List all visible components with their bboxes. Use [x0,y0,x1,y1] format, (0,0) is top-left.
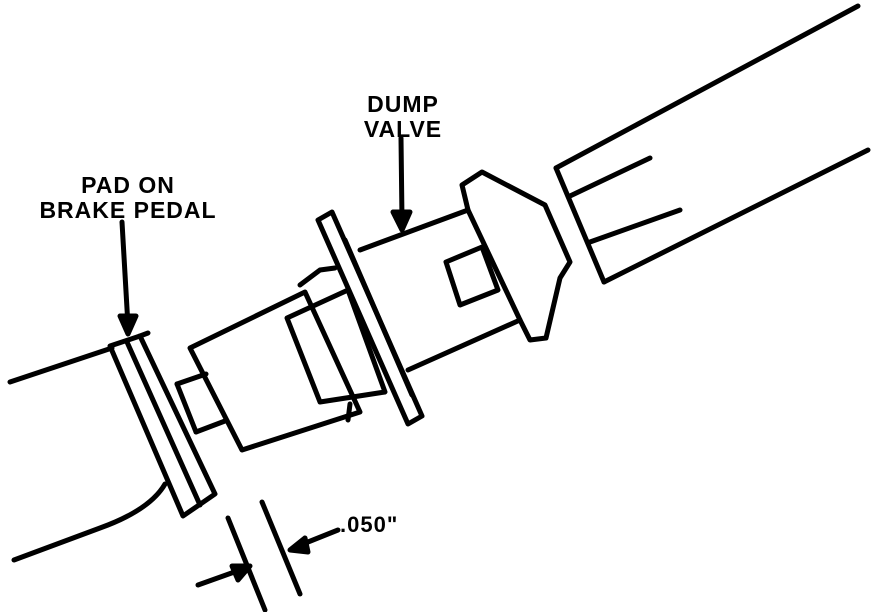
pad-on-brake-pedal-label: PAD ON BRAKE PEDAL [28,173,228,223]
bracket-frame [553,3,871,285]
pad-leader [117,219,139,337]
brake-pedal-arm [7,345,168,563]
valve-plunger [174,371,228,435]
dump-valve-label: DUMP VALVE [345,92,461,142]
dump-valve-leader [390,135,413,233]
brake-pedal-pad [107,330,218,519]
valve-body-right [357,169,573,373]
valve-flange [315,209,425,427]
clearance-label: .050" [340,512,399,537]
pad-label-line2: BRAKE PEDAL [39,197,217,223]
dump-valve-body [187,265,388,453]
dump-valve-label-line1: DUMP [367,91,439,117]
pad-label-line1: PAD ON [81,172,175,198]
dump-valve-label-line2: VALVE [363,116,443,142]
clearance-dimension [195,499,341,612]
